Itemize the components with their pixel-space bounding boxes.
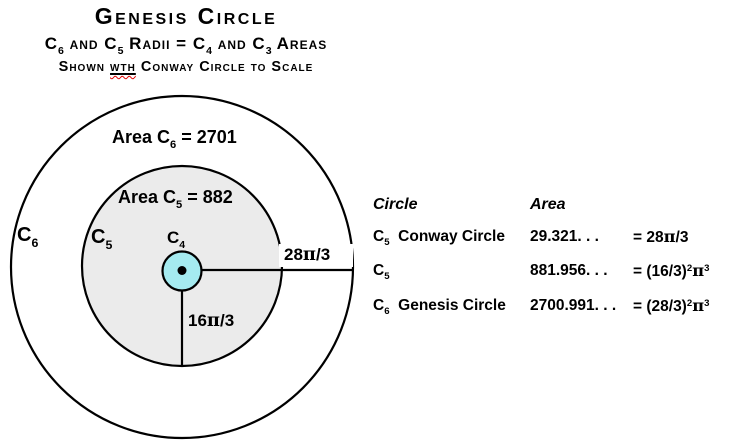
table-header-circle: Circle bbox=[373, 196, 418, 213]
table-row-area-value: 2700.991. . . bbox=[530, 297, 617, 314]
figure-subtitle-equation: C6 and C5 Radii = C4 and C3 Areas bbox=[44, 34, 328, 57]
c6-radius-value-label: 28π/3 bbox=[284, 244, 331, 265]
table-header-area: Area bbox=[530, 196, 566, 213]
table-row-area-value: 29.321. . . bbox=[530, 228, 599, 245]
title-block: Genesis Circle C6 and C5 Radii = C4 and … bbox=[0, 3, 372, 75]
table-row-circle-label: C5 bbox=[373, 262, 390, 283]
area-c5-label: Area C5 = 882 bbox=[118, 187, 233, 212]
figure-title: Genesis Circle bbox=[94, 3, 278, 29]
area-table: Circle Area C5 Conway Circle 29.321. . .… bbox=[373, 196, 709, 323]
table-row-area-formula: = 28π/3 bbox=[633, 227, 689, 246]
area-c6-label: Area C6 = 2701 bbox=[112, 127, 237, 152]
table-row-area-formula: = (28/3)2π3 bbox=[633, 296, 710, 315]
table-header-spacer bbox=[633, 196, 709, 228]
table-row-circle-label: C6 Genesis Circle bbox=[373, 297, 506, 318]
figure-subtitle-note: Shown wth Conway Circle to Scale bbox=[58, 59, 314, 75]
table-row-circle-label: C5 Conway Circle bbox=[373, 228, 505, 249]
c5-radius-value-label: 16π/3 bbox=[188, 310, 235, 331]
radius-label-backplate bbox=[279, 244, 353, 267]
c6-circle-label: C6 bbox=[17, 224, 39, 250]
c5-circle-label: C5 bbox=[91, 226, 113, 252]
table-row-area-formula: = (16/3)2π3 bbox=[633, 261, 710, 280]
center-point-dot bbox=[177, 266, 187, 275]
c4-circle-label: C4 bbox=[167, 228, 186, 251]
table-row-area-value: 881.956. . . bbox=[530, 262, 608, 279]
